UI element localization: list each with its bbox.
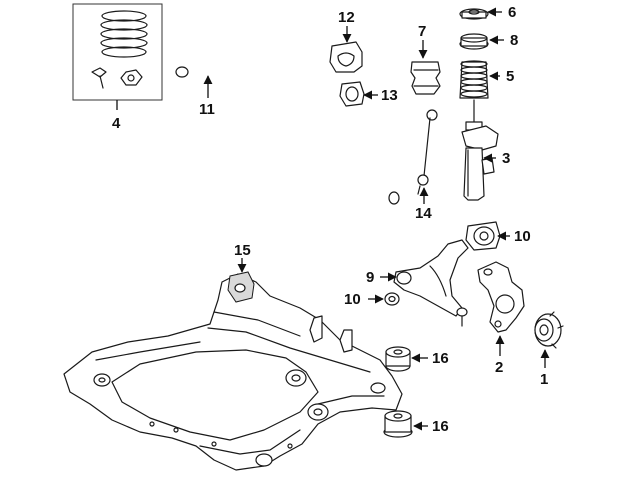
callout-6: 6: [508, 4, 516, 21]
control-arm-front-bushing: [384, 292, 400, 306]
front-subframe: [63, 271, 403, 471]
strut-bearing: [459, 33, 489, 50]
stabilizer-link: [417, 109, 438, 195]
callout-9: 9: [366, 269, 374, 286]
coil-spring-kit: [72, 3, 163, 101]
callout-16-lower: 16: [432, 418, 449, 435]
stabilizer-bushing: [339, 81, 365, 107]
bolt-icon: [91, 67, 107, 89]
callout-10-lower: 10: [344, 291, 361, 308]
callout-7: 7: [418, 23, 426, 40]
stabilizer-bushing-bracket: [329, 41, 363, 73]
callout-11: 11: [199, 101, 215, 118]
callout-5: 5: [506, 68, 514, 85]
callout-13: 13: [381, 87, 398, 104]
wheel-hub: [534, 311, 564, 349]
callout-14: 14: [415, 205, 432, 222]
strut-dust-boot: [459, 60, 489, 99]
nut-icon: [120, 69, 143, 86]
callout-4: 4: [112, 115, 121, 132]
callout-2: 2: [495, 359, 503, 376]
callout-3: 3: [502, 150, 510, 167]
lower-control-arm: [393, 239, 469, 327]
control-arm-rear-bushing: [465, 221, 501, 251]
callout-16-upper: 16: [432, 350, 449, 367]
upper-strut-mount: [459, 8, 489, 20]
callout-15: 15: [234, 242, 251, 259]
callout-8: 8: [510, 32, 518, 49]
subframe-mount-lower: [383, 410, 413, 438]
callout-10-upper: 10: [514, 228, 531, 245]
callout-1: 1: [540, 371, 548, 388]
subframe-mount-upper: [385, 346, 411, 372]
strut-mount-bumper: [410, 61, 441, 95]
callout-12: 12: [338, 9, 355, 26]
steering-knuckle: [477, 261, 525, 333]
stabilizer-bar: [175, 60, 400, 205]
strut-assembly: [461, 99, 499, 201]
